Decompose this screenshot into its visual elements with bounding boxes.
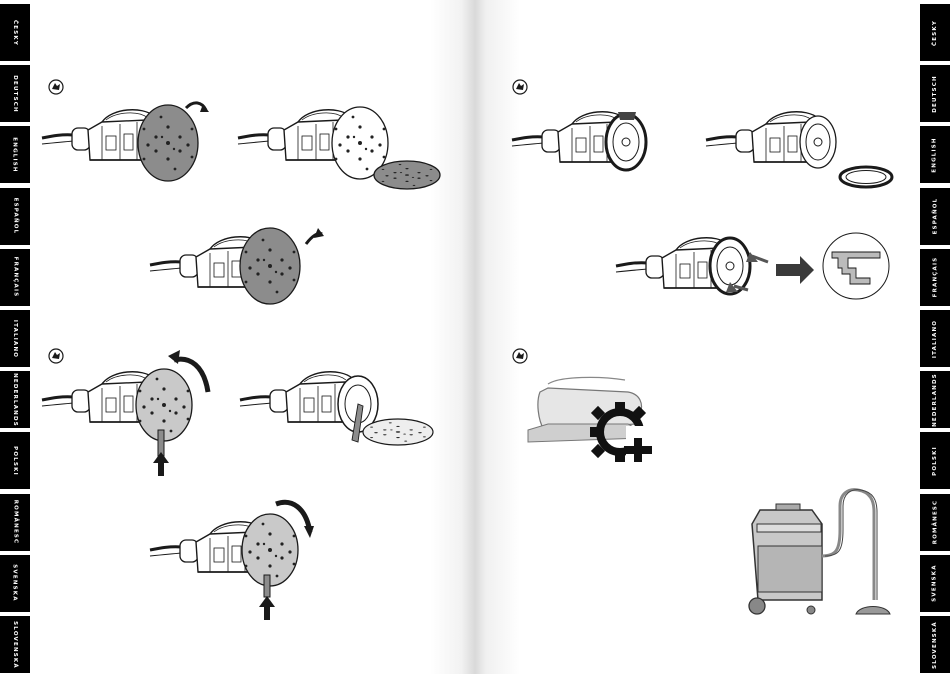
orbital-sander-icon xyxy=(706,112,892,187)
orbital-sander-icon xyxy=(238,107,440,189)
orbital-sander-icon xyxy=(150,502,314,620)
orbital-sander-icon xyxy=(150,228,324,304)
hand-pointer-icon xyxy=(49,349,63,363)
orbital-sander-icon xyxy=(616,238,814,294)
hand-pointer-icon xyxy=(49,80,63,94)
orbital-sander-icon xyxy=(240,372,433,445)
wet-dry-vacuum-icon xyxy=(749,490,890,614)
hand-pointer-icon xyxy=(513,80,527,94)
orbital-sander-icon xyxy=(42,350,208,476)
orbital-sander-icon xyxy=(42,103,209,181)
detail-zoom-circle xyxy=(823,233,889,299)
service-gear-plus-icon xyxy=(528,377,658,466)
orbital-sander-icon xyxy=(512,112,646,170)
hand-pointer-icon xyxy=(513,349,527,363)
